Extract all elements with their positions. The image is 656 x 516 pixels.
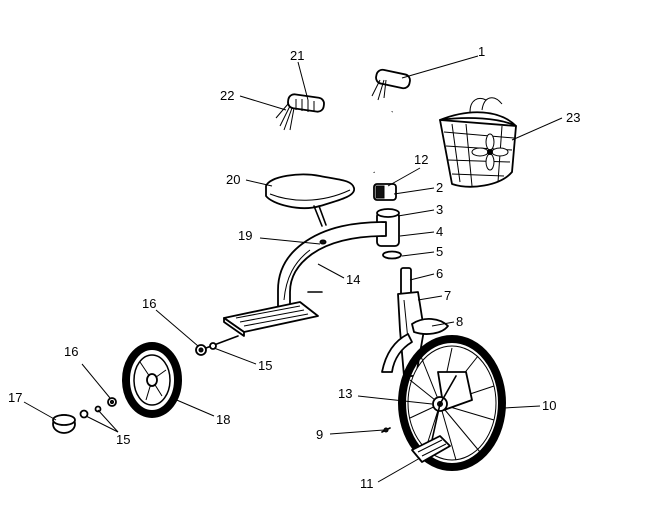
label-part-18: 18 — [216, 412, 230, 427]
bearing-washer — [382, 250, 402, 260]
front-wheel — [381, 335, 506, 471]
frame — [223, 221, 387, 337]
label-part-16-left: 16 — [64, 344, 78, 359]
label-part-3: 3 — [436, 202, 443, 217]
label-part-13: 13 — [338, 386, 352, 401]
label-part-12: 12 — [414, 152, 428, 167]
label-part-11: 11 — [360, 476, 374, 491]
label-part-2: 2 — [436, 180, 443, 195]
label-part-22: 22 — [220, 88, 234, 103]
basket — [439, 97, 517, 188]
label-part-4: 4 — [436, 224, 443, 239]
label-part-6: 6 — [436, 266, 443, 281]
label-part-9: 9 — [316, 427, 323, 442]
rear-wheel — [122, 342, 182, 418]
label-part-7: 7 — [444, 288, 451, 303]
left-hardware — [52, 397, 117, 434]
label-part-21: 21 — [290, 48, 304, 63]
label-part-15-left: 15 — [116, 432, 130, 447]
label-part-8: 8 — [456, 314, 463, 329]
label-part-16-rear: 16 — [142, 296, 156, 311]
label-part-20: 20 — [226, 172, 240, 187]
seat — [265, 173, 355, 227]
leader-lines — [23, 55, 563, 483]
label-part-1: 1 — [478, 44, 485, 59]
handlebar — [275, 68, 411, 173]
part-labels: 1 2 3 4 5 6 7 8 9 10 11 12 13 14 15 15 1… — [8, 44, 580, 491]
label-part-17: 17 — [8, 390, 22, 405]
label-part-10: 10 — [542, 398, 556, 413]
label-part-15-rear: 15 — [258, 358, 272, 373]
rear-axle-hardware — [195, 335, 239, 356]
clamp-bolt — [375, 185, 385, 199]
front-fender — [381, 318, 449, 373]
stem-assembly — [373, 183, 412, 299]
label-part-5: 5 — [436, 244, 443, 259]
label-part-14: 14 — [346, 272, 360, 287]
flower-decal — [471, 133, 509, 171]
label-part-23: 23 — [566, 110, 580, 125]
frame-bolt — [319, 239, 327, 245]
label-part-19: 19 — [238, 228, 252, 243]
